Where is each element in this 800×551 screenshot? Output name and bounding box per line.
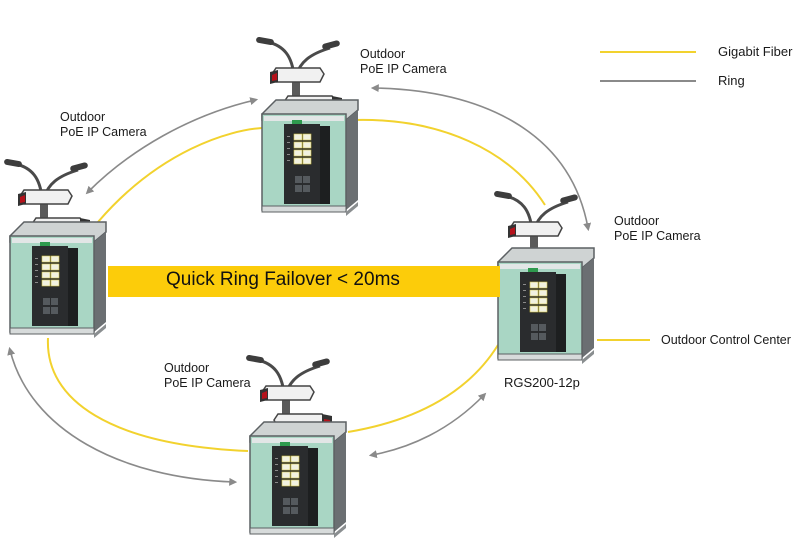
camera-label-bottom-line1: Outdoor <box>164 361 210 375</box>
switch-enclosure-bottom <box>249 421 347 539</box>
camera-label-bottom: Outdoor PoE IP Camera <box>164 361 251 391</box>
node-right <box>492 188 595 365</box>
switch-enclosure-top <box>261 99 359 217</box>
ring-arrow-top-right <box>370 84 592 232</box>
ring-arrow-top-left <box>85 97 259 195</box>
switch-enclosure-left <box>9 221 107 339</box>
fiber-link-left-top <box>97 127 263 223</box>
camera-label-top-line1: Outdoor <box>360 47 406 61</box>
fiber-link-right-bottom <box>347 344 499 433</box>
camera-label-right-line2: PoE IP Camera <box>614 229 701 243</box>
node-top <box>254 34 359 217</box>
switch-enclosure-right <box>497 247 595 365</box>
camera-label-top: Outdoor PoE IP Camera <box>360 47 447 77</box>
legend-ring-label: Ring <box>718 73 745 88</box>
node-bottom <box>244 352 347 539</box>
failover-banner: Quick Ring Failover < 20ms <box>108 266 500 297</box>
camera-label-right: Outdoor PoE IP Camera <box>614 214 701 244</box>
camera-label-left-line2: PoE IP Camera <box>60 125 147 139</box>
control-center-label: Outdoor Control Center <box>661 333 791 347</box>
camera-label-right-line1: Outdoor <box>614 214 660 228</box>
camera-label-bottom-line2: PoE IP Camera <box>164 376 251 390</box>
fiber-link-top-right <box>354 118 546 206</box>
node-left <box>2 156 107 339</box>
failover-banner-text: Quick Ring Failover < 20ms <box>166 269 400 290</box>
fiber-link-bottom-left <box>46 337 249 452</box>
camera-label-top-line2: PoE IP Camera <box>360 62 447 76</box>
camera-label-left: Outdoor PoE IP Camera <box>60 110 147 140</box>
legend-fiber-label: Gigabit Fiber <box>718 44 793 59</box>
device-model-label: RGS200-12p <box>504 375 580 390</box>
camera-label-left-line1: Outdoor <box>60 110 106 124</box>
ring-arrow-right-bottom <box>368 392 487 459</box>
ring-arrow-bottom-left <box>7 346 238 486</box>
